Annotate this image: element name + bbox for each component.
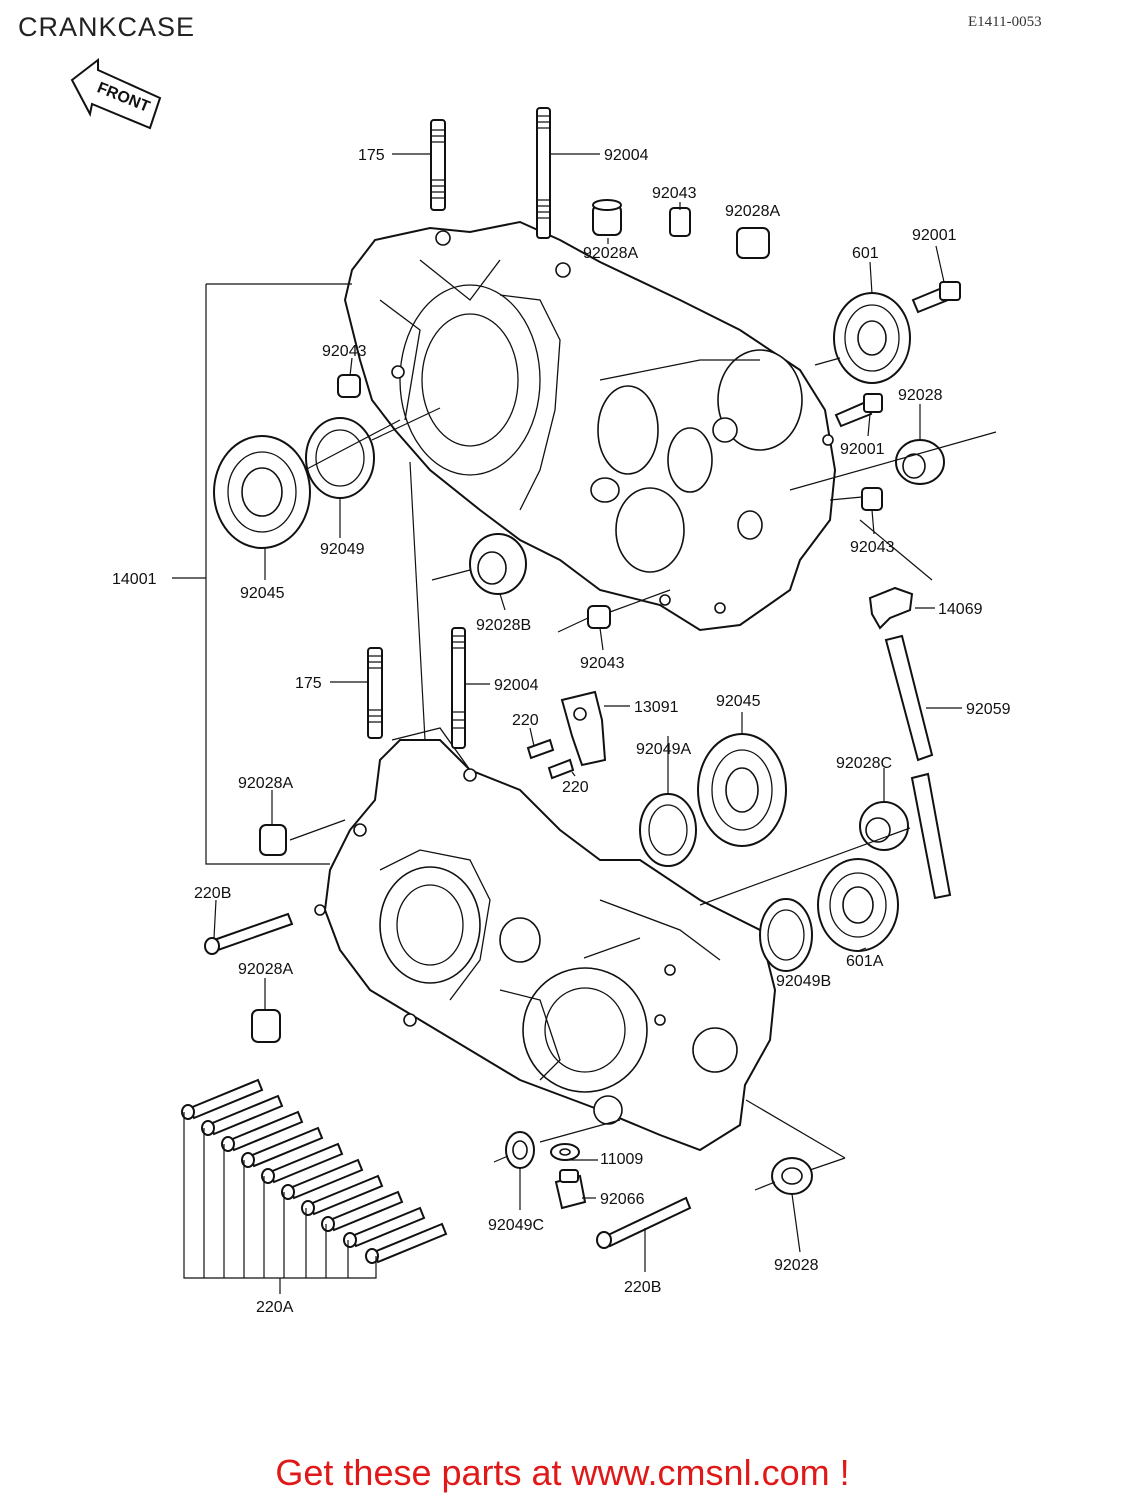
dowel-92028A-low (259, 824, 287, 856)
lower-crankcase-half (314, 727, 777, 1152)
seal-92049C (505, 1131, 535, 1169)
dowel-92028A-right (736, 227, 770, 259)
label-92028B: 92028B (476, 617, 531, 634)
screw-220-a (526, 738, 555, 760)
label-92049C: 92049C (488, 1217, 544, 1234)
bolt-92001-top (911, 281, 961, 314)
stud-175-lower (367, 647, 383, 739)
dowel-92043-left (337, 374, 361, 398)
seal-92049A (639, 793, 697, 867)
bolt-220B-left (204, 912, 294, 955)
bearing-601A (817, 858, 899, 952)
dowel-92028A-top (592, 199, 622, 236)
upper-crankcase-half (343, 220, 837, 632)
label-175-low: 175 (295, 675, 322, 692)
bush-92028B (469, 533, 527, 595)
label-92028C: 92028C (836, 755, 892, 772)
label-601A: 601A (846, 953, 884, 970)
fitting-14069 (868, 586, 914, 630)
label-92043-right: 92043 (850, 539, 895, 556)
label-92059: 92059 (966, 701, 1011, 718)
label-14069: 14069 (938, 601, 983, 618)
part-labels: 175 92004 92043 92028A 92028A 601 92001 … (112, 147, 1011, 1316)
label-92001-top: 92001 (912, 227, 957, 244)
dowel-92043-right (861, 487, 883, 511)
footer-link[interactable]: Get these parts at www.cmsnl.com ! (275, 1452, 850, 1493)
label-92049B: 92049B (776, 973, 831, 990)
label-220A: 220A (256, 1299, 294, 1316)
label-11009: 11009 (600, 1151, 643, 1168)
washer-11009 (550, 1143, 580, 1161)
screw-220-b (547, 758, 575, 780)
bearing-92045-left (213, 435, 311, 549)
label-92004-top: 92004 (604, 147, 649, 164)
page-title: CRANKCASE (18, 12, 196, 42)
label-92028A-top: 92028A (725, 203, 780, 220)
label-92043-top: 92043 (652, 185, 697, 202)
label-92066: 92066 (600, 1191, 645, 1208)
dowel-92043-top (669, 207, 691, 237)
bolt-92001-mid (834, 393, 883, 428)
stud-175-upper (430, 119, 446, 211)
label-92028A-mid: 92028A (583, 245, 638, 262)
label-175-top: 175 (358, 147, 385, 164)
label-92043-low: 92043 (580, 655, 625, 672)
hose-92059-lower (910, 772, 952, 900)
bush-92028 (895, 439, 945, 485)
dowel-92028A-bottom (251, 1009, 281, 1043)
front-arrow-icon: FRONT (70, 57, 162, 130)
leader-lines (172, 153, 997, 1294)
label-14001: 14001 (112, 571, 157, 588)
seal-92049B (759, 898, 813, 972)
plug-92066 (554, 1169, 587, 1210)
bearing-92045-right (697, 733, 787, 847)
stud-92004-lower (451, 627, 466, 749)
label-220-a: 220 (512, 712, 539, 729)
label-92028A-bottom: 92028A (238, 961, 293, 978)
stud-92004-upper (536, 107, 551, 239)
label-92001-mid: 92001 (840, 441, 885, 458)
diagram-code: E1411-0053 (968, 14, 1042, 30)
label-92028: 92028 (898, 387, 943, 404)
label-92049A: 92049A (636, 741, 691, 758)
bush-92028C (859, 801, 909, 851)
label-92004-low: 92004 (494, 677, 539, 694)
label-92049: 92049 (320, 541, 365, 558)
label-220B-bottom: 220B (624, 1279, 661, 1296)
label-601: 601 (852, 245, 879, 262)
bolt-set-220A (181, 1078, 448, 1264)
bolt-220B-bottom (596, 1196, 692, 1249)
seal-92049 (305, 417, 375, 499)
bush-92028-bottom (771, 1157, 813, 1195)
label-13091: 13091 (634, 699, 679, 716)
label-92028-bottom: 92028 (774, 1257, 819, 1274)
label-92045-left: 92045 (240, 585, 285, 602)
label-220-b: 220 (562, 779, 589, 796)
label-92043-left: 92043 (322, 343, 367, 360)
dowel-92043-low (587, 605, 611, 629)
label-92028A-low: 92028A (238, 775, 293, 792)
clamp-13091 (560, 690, 607, 767)
label-220B-left: 220B (194, 885, 231, 902)
hose-92059-upper (884, 634, 934, 762)
bearing-601 (833, 292, 911, 384)
label-92045-right: 92045 (716, 693, 761, 710)
